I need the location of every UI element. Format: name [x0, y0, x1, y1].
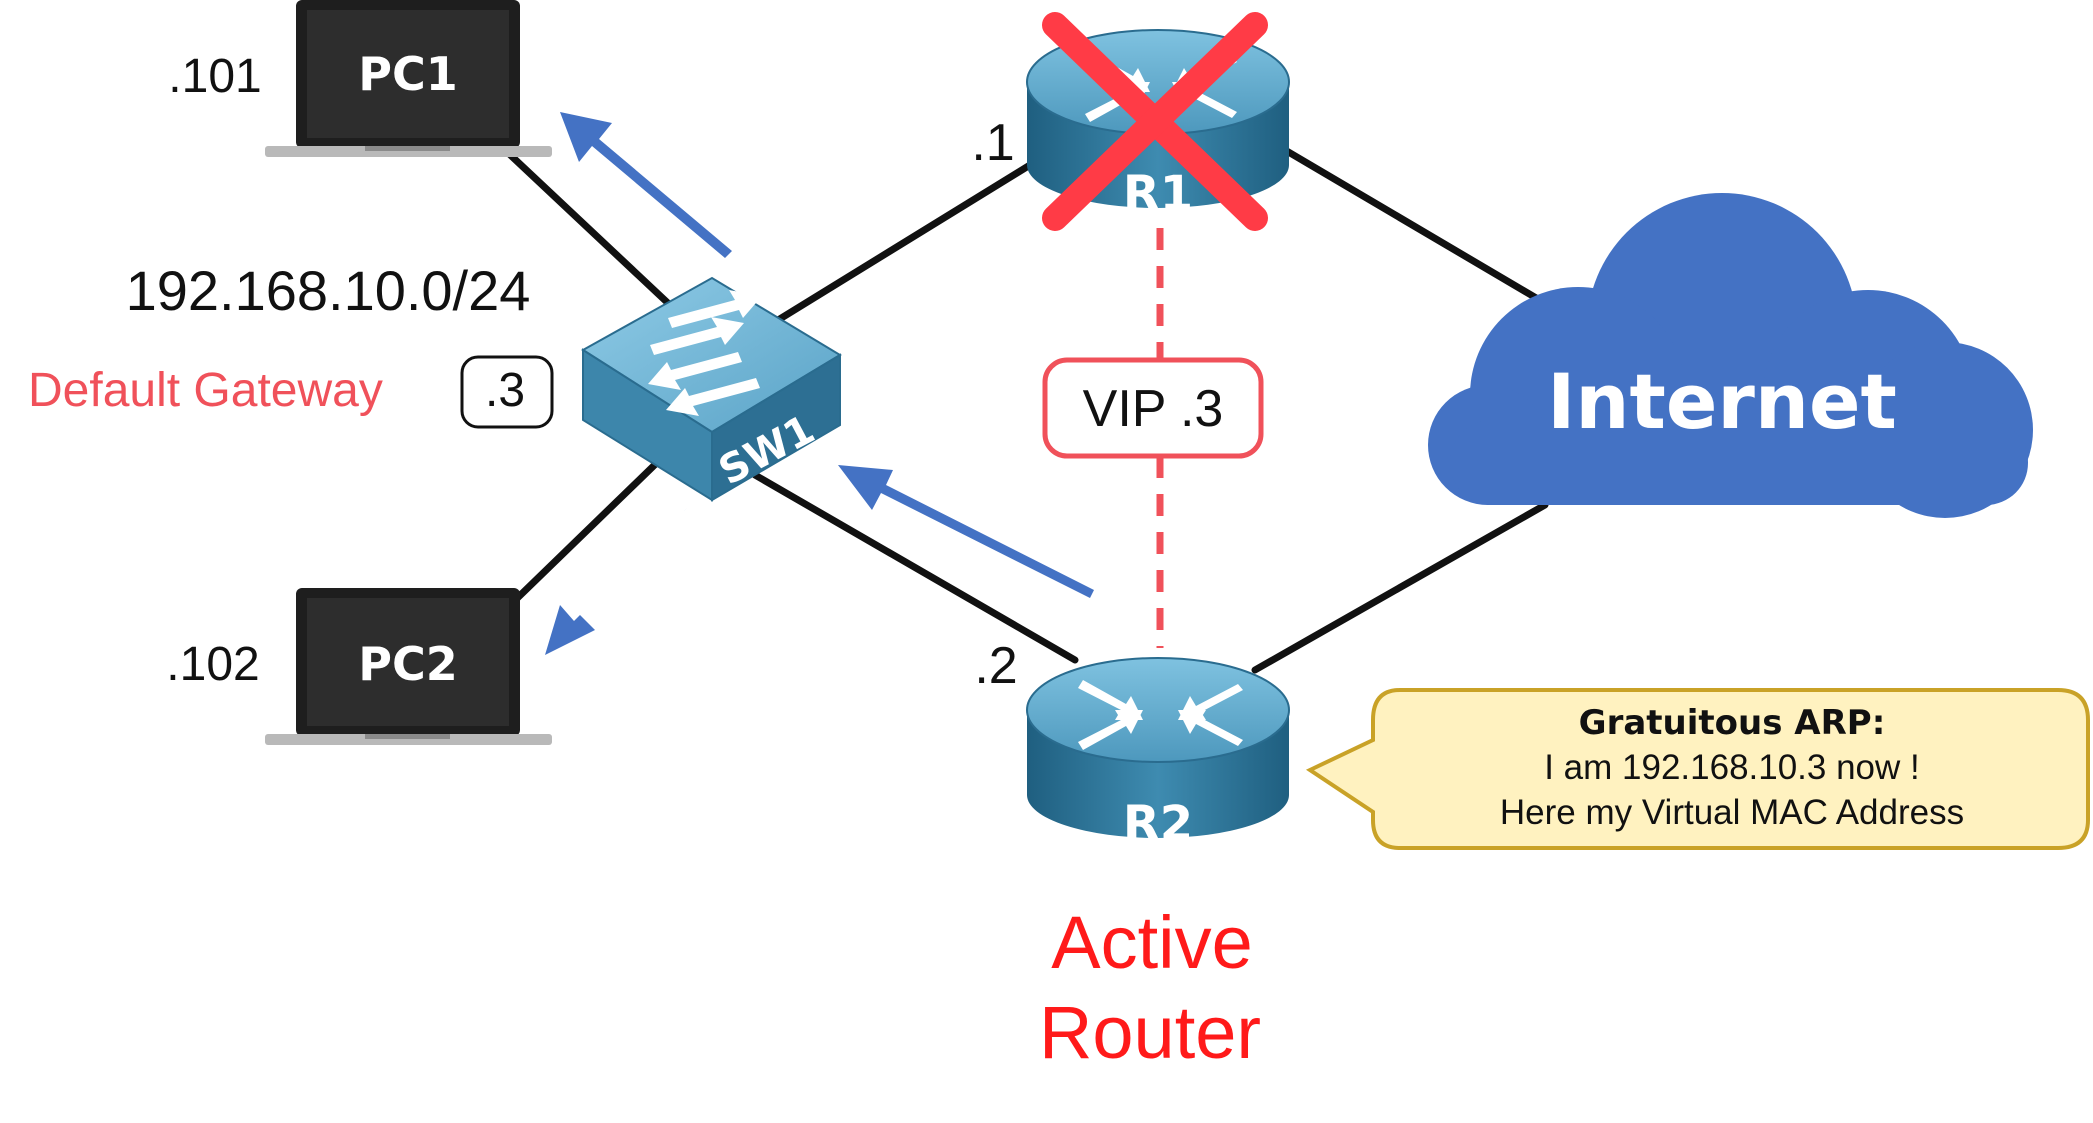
default-gateway-label: Default Gateway — [28, 364, 383, 417]
link-r2-internet — [1251, 501, 1549, 674]
callout-line2: Here my Virtual MAC Address — [1500, 793, 1964, 832]
failed-x-icon — [1042, 12, 1268, 231]
gratuitous-arp-callout: Gratuitous ARP: I am 192.168.10.3 now ! … — [1305, 688, 2090, 850]
link-sw1-r1 — [766, 161, 1034, 329]
laptop-icon — [265, 0, 552, 157]
default-gateway-badge — [460, 355, 554, 429]
internet-cloud[interactable]: Internet — [1428, 193, 2033, 518]
cloud-icon — [1428, 193, 2033, 518]
r1-interface-ip: .1 — [971, 114, 1014, 172]
default-gateway-value: .3 — [485, 364, 525, 417]
internet-label: Internet — [1547, 357, 1897, 446]
r2-interface-ip: .2 — [974, 637, 1017, 695]
links — [501, 146, 1569, 674]
link-pc1-sw1 — [501, 146, 674, 309]
link-r1-internet — [1281, 146, 1569, 319]
arrow-to-switch-from-r2 — [838, 465, 1094, 598]
switch-icon — [581, 276, 842, 502]
pc2-label: PC2 — [358, 637, 457, 691]
pc1-label: PC1 — [358, 47, 457, 101]
arrow-to-pc2 — [545, 505, 690, 655]
r1-label: R1 — [1123, 166, 1193, 222]
link-sw1-r2 — [751, 471, 1079, 664]
callout-bubble — [1305, 688, 2090, 850]
r1-router[interactable]: R1 — [1026, 12, 1290, 231]
arrow-to-pc1 — [560, 112, 732, 258]
traffic-arrows — [545, 112, 1094, 655]
vip-label: VIP .3 — [1083, 380, 1224, 438]
pc1-laptop[interactable]: PC1 — [265, 0, 552, 157]
pc1-host-ip: .101 — [168, 50, 261, 103]
laptop-icon — [265, 588, 552, 745]
subnet-label: 192.168.10.0/24 — [126, 259, 531, 322]
pc2-laptop[interactable]: PC2 — [265, 588, 552, 745]
active-router-line2: Router — [1039, 991, 1261, 1074]
sw1-switch[interactable]: SW1 — [581, 276, 842, 502]
callout-line1: I am 192.168.10.3 now ! — [1544, 748, 1920, 787]
r2-label: R2 — [1123, 796, 1193, 852]
callout-title: Gratuitous ARP: — [1579, 703, 1886, 743]
vip-badge — [1042, 357, 1264, 459]
link-pc2-sw1 — [501, 446, 674, 614]
pc2-host-ip: .102 — [166, 638, 259, 691]
active-router-line1: Active — [1051, 901, 1253, 984]
r2-router[interactable]: R2 — [1026, 657, 1290, 852]
router-icon — [1026, 657, 1290, 838]
